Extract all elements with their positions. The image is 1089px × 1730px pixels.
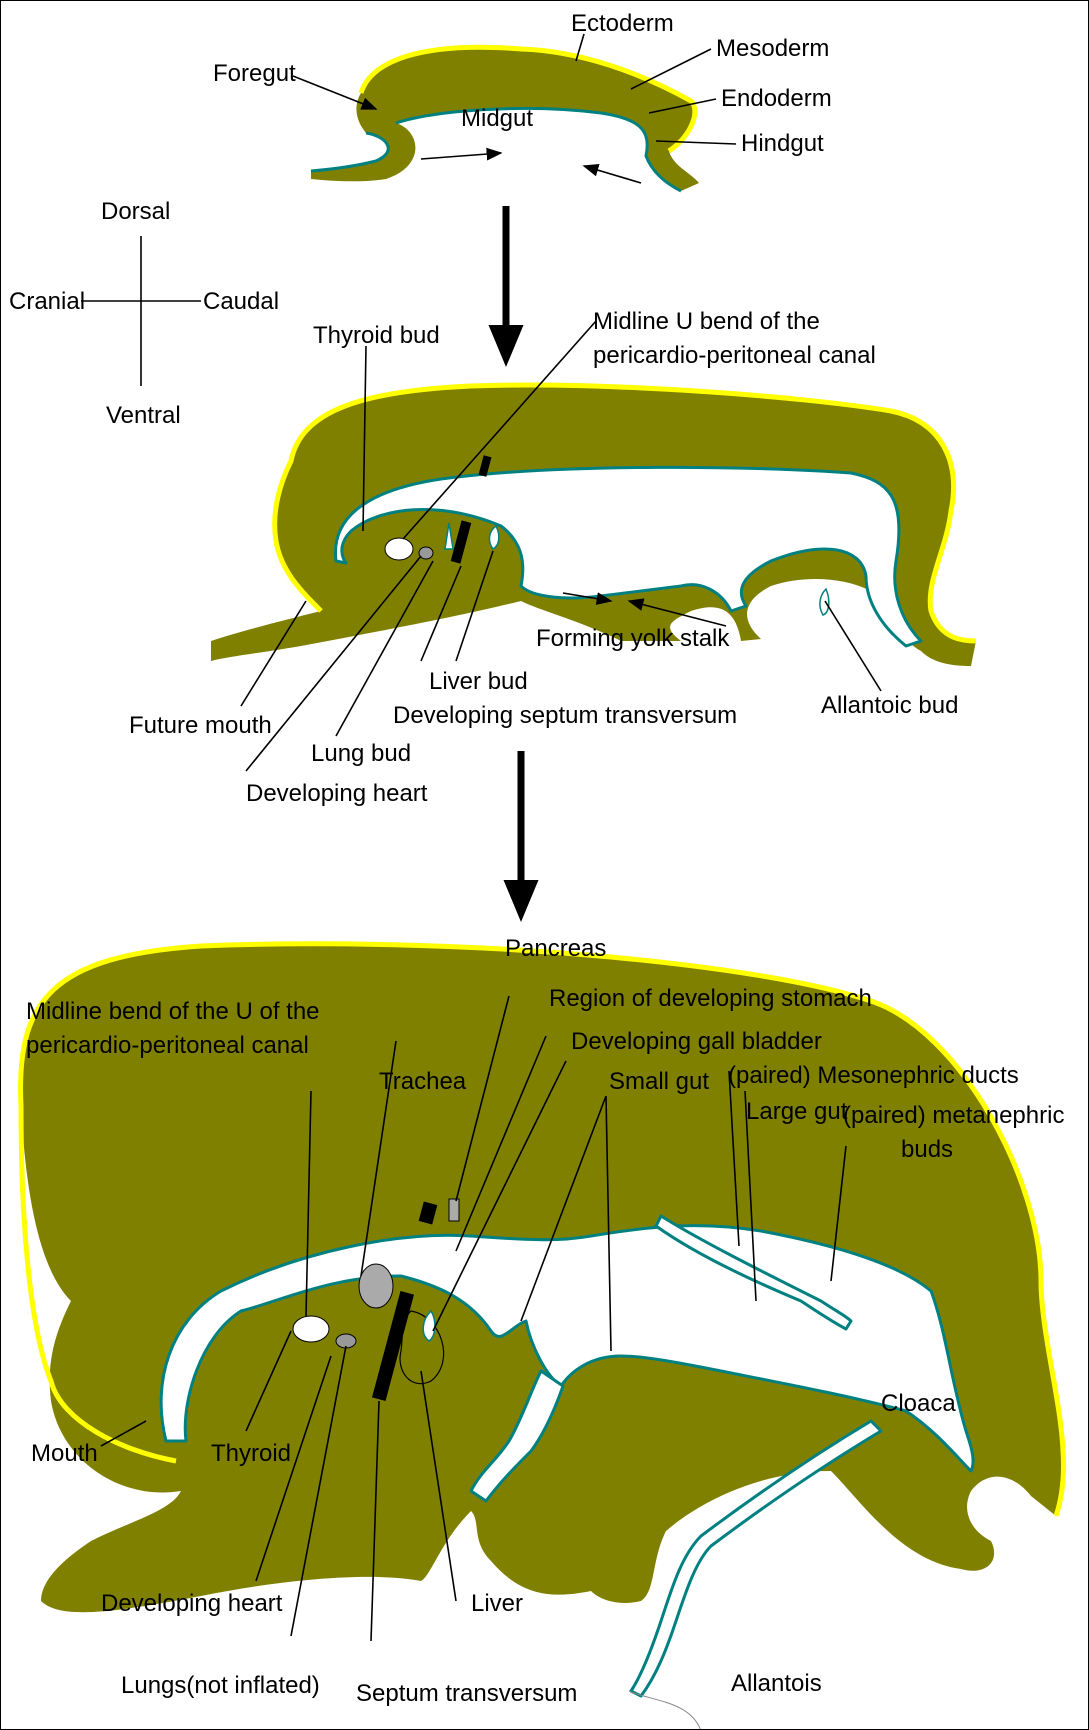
label-developing-heart-1: Developing heart: [246, 780, 428, 807]
label-mouth: Mouth: [31, 1440, 98, 1467]
label-midgut: Midgut: [461, 105, 533, 132]
label-cloaca: Cloaca: [881, 1390, 956, 1417]
label-trachea: Trachea: [379, 1068, 467, 1095]
label-large-gut: Large gut: [746, 1098, 848, 1125]
label-liver-bud: Liver bud: [429, 668, 528, 695]
label-midline-u-bend-2: pericardio-peritoneal canal: [593, 342, 876, 369]
stage3-heart: [293, 1316, 329, 1342]
label-lung-bud: Lung bud: [311, 740, 411, 767]
label-endoderm: Endoderm: [721, 85, 832, 112]
leader-mesoderm: [631, 49, 711, 89]
label-foregut: Foregut: [213, 60, 296, 87]
stage3-trachea: [359, 1264, 393, 1308]
label-future-mouth: Future mouth: [129, 712, 272, 739]
label-septum-transversum: Septum transversum: [356, 1680, 577, 1707]
label-thyroid: Thyroid: [211, 1440, 291, 1467]
label-liver: Liver: [471, 1590, 523, 1617]
stage-2-embryo: [211, 385, 976, 666]
label-midline-u-bend-1: Midline U bend of the: [593, 308, 820, 335]
label-gall-bladder: Developing gall bladder: [571, 1028, 822, 1055]
label-pancreas: Pancreas: [505, 935, 606, 962]
label-lungs: Lungs(not inflated): [121, 1672, 320, 1699]
label-metanephric-1: (paired) metanephric: [843, 1102, 1064, 1129]
label-cranial: Cranial: [9, 288, 85, 315]
orientation-compass: [81, 236, 201, 386]
label-mesonephric: (paired) Mesonephric ducts: [728, 1062, 1019, 1089]
stage3-lung: [336, 1334, 356, 1348]
label-midline-bend-1: Midline bend of the U of the: [26, 998, 320, 1025]
label-region-stomach: Region of developing stomach: [549, 985, 872, 1012]
label-mesoderm: Mesoderm: [716, 35, 829, 62]
leader-allantoic-bud: [825, 601, 881, 691]
label-allantois: Allantois: [731, 1670, 822, 1697]
label-hindgut: Hindgut: [741, 130, 824, 157]
stage2-allantoic-bud: [820, 589, 829, 615]
label-caudal: Caudal: [203, 288, 279, 315]
stage2-lung-bud: [419, 547, 433, 559]
stage2-heart: [385, 538, 413, 560]
label-small-gut: Small gut: [609, 1068, 709, 1095]
label-developing-heart-2: Developing heart: [101, 1590, 283, 1617]
label-forming-yolk-stalk: Forming yolk stalk: [536, 625, 730, 652]
midgut-arrow-right: [584, 166, 641, 183]
label-allantoic-bud: Allantoic bud: [821, 692, 958, 719]
label-ectoderm: Ectoderm: [571, 10, 674, 37]
label-metanephric-2: buds: [901, 1136, 953, 1163]
stage3-pancreas: [449, 1199, 459, 1221]
midgut-arrow-left: [421, 153, 501, 159]
label-ventral: Ventral: [106, 402, 181, 429]
label-thyroid-bud: Thyroid bud: [313, 322, 440, 349]
label-midline-bend-2: pericardio-peritoneal canal: [26, 1032, 309, 1059]
label-developing-septum: Developing septum transversum: [393, 702, 737, 729]
label-dorsal: Dorsal: [101, 198, 170, 225]
